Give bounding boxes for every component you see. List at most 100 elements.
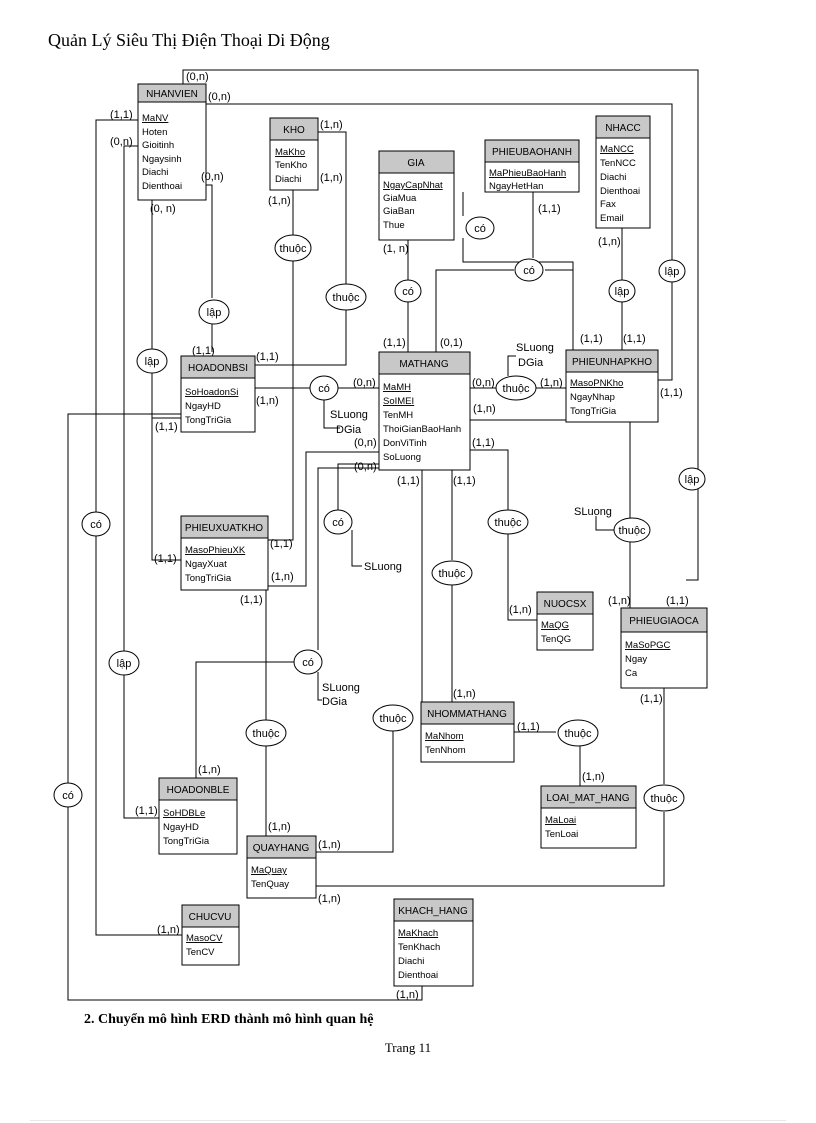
attribute: Thue bbox=[383, 220, 405, 231]
relationship-nv-lap-hdbs: lập bbox=[198, 299, 230, 325]
attribute: Gioitinh bbox=[142, 140, 174, 151]
cardinality: (1,n) bbox=[598, 236, 621, 248]
attribute: ThoiGianBaoHanh bbox=[383, 424, 461, 435]
cardinality: (1, n) bbox=[383, 243, 409, 255]
primary-key: MaKho bbox=[275, 147, 305, 158]
relationship-label: thuộc bbox=[333, 292, 360, 304]
cardinality: (1,n) bbox=[198, 764, 221, 776]
relationship-label: có bbox=[318, 383, 330, 395]
attr-label: SLuong bbox=[330, 409, 368, 421]
entity-name: KHACH_HANG bbox=[398, 906, 468, 917]
relationship-hdbs-co: có bbox=[309, 375, 339, 401]
entity-name: KHO bbox=[283, 125, 305, 136]
cardinality: (1,1) bbox=[538, 203, 561, 215]
attribute: TenCV bbox=[186, 947, 215, 958]
entity-loaimathang: LOAI_MAT_HANG MaLoai TenLoai bbox=[540, 785, 637, 849]
entity-kho: KHO MaKho TenKho Diachi bbox=[269, 117, 319, 191]
attribute: TongTriGia bbox=[570, 406, 617, 417]
cardinality: (1,n) bbox=[320, 119, 343, 131]
entity-name: PHIEUNHAPKHO bbox=[572, 357, 652, 368]
attribute: Dienthoai bbox=[600, 186, 640, 197]
relationship-kho-thuoc-pxk: thuộc bbox=[325, 283, 367, 311]
entity-name: QUAYHANG bbox=[253, 843, 310, 854]
entity-phieuxuatkho: PHIEUXUATKHO MasoPhieuXK NgayXuat TongTr… bbox=[180, 515, 269, 591]
cardinality: (0,n) bbox=[208, 91, 231, 103]
relationship-nhom-thuoc: thuộc bbox=[431, 560, 473, 586]
attribute: NgayNhap bbox=[570, 392, 615, 403]
attribute: Dienthoai bbox=[142, 181, 182, 192]
cardinalities: (0,n) (0,n) (1,1) (0,n) (0,n) (0, n) (1,… bbox=[110, 71, 689, 1001]
relationship-label: thuộc bbox=[253, 728, 280, 740]
cardinality: (1,1) bbox=[580, 333, 603, 345]
cardinality: (1,1) bbox=[155, 421, 178, 433]
cardinality: (1,n) bbox=[157, 924, 180, 936]
relationship-pbh-co-top: có bbox=[465, 216, 495, 240]
relationship-label: thuộc bbox=[495, 517, 522, 529]
attribute: NgayHD bbox=[163, 822, 199, 833]
relationship-label: thuộc bbox=[280, 243, 307, 255]
cardinality: (1,1) bbox=[256, 351, 279, 363]
cardinality: (1,1) bbox=[640, 693, 663, 705]
relationship-label: thuộc bbox=[651, 793, 678, 805]
relationship-pbh-co-mid: có bbox=[514, 258, 544, 282]
primary-key-2: SoIMEI bbox=[383, 396, 414, 407]
cardinality: (1,n) bbox=[268, 821, 291, 833]
relationship-nv-lap-pnk: lập bbox=[658, 259, 686, 283]
entity-nhanvien: NHANVIEN MaNV Hoten Gioitinh Ngaysinh Di… bbox=[137, 83, 207, 201]
cardinality: (1,n) bbox=[509, 604, 532, 616]
attribute: Dienthoai bbox=[398, 970, 438, 981]
relationship-nv-lap-hdbl: lập bbox=[108, 650, 140, 676]
entity-name: PHIEUGIAOCA bbox=[629, 616, 699, 627]
entity-phieunhapkho: PHIEUNHAPKHO MasoPNKho NgayNhap TongTriG… bbox=[565, 349, 659, 423]
entity-name: GIA bbox=[407, 158, 425, 169]
relationship-ellipses: thuộc thuộc có có có lập lập lập bbox=[53, 216, 706, 812]
relationship-label: lập bbox=[685, 474, 700, 486]
relationship-nv-co-chucvu: có bbox=[81, 511, 111, 537]
entity-name: CHUCVU bbox=[189, 912, 232, 923]
entity-khachhang: KHACH_HANG MaKhach TenKhach Diachi Dient… bbox=[393, 898, 474, 987]
relationship-label: thuộc bbox=[380, 713, 407, 725]
entity-name: PHIEUXUATKHO bbox=[185, 523, 263, 534]
attribute: TenKho bbox=[275, 160, 307, 171]
attribute: TongTriGia bbox=[163, 836, 210, 847]
connector-lines bbox=[67, 69, 699, 1001]
attribute: TenQuay bbox=[251, 879, 289, 890]
cardinality: (1,1) bbox=[135, 805, 158, 817]
relationship-nv-co-khach: có bbox=[53, 782, 83, 808]
cardinality: (1,1) bbox=[110, 109, 133, 121]
primary-key: SoHDBLe bbox=[163, 808, 205, 819]
attribute: TenKhach bbox=[398, 942, 440, 953]
relationship-label: có bbox=[90, 519, 102, 531]
attribute: Diachi bbox=[275, 174, 301, 185]
cardinality: (0,n) bbox=[354, 461, 377, 473]
cardinality: (1,1) bbox=[240, 594, 263, 606]
relationship-label: có bbox=[302, 657, 314, 669]
primary-key: MaSoPGC bbox=[625, 640, 671, 651]
primary-key: MaMH bbox=[383, 382, 411, 393]
primary-key: MaPhieuBaoHanh bbox=[489, 168, 566, 179]
cardinality: (1,n) bbox=[540, 377, 563, 389]
primary-key: MasoCV bbox=[186, 933, 223, 944]
relationship-pxk-co: có bbox=[323, 509, 353, 535]
entity-name: NHOMMATHANG bbox=[427, 709, 507, 720]
cardinality: (1,1) bbox=[397, 475, 420, 487]
attr-label: SLuong bbox=[322, 682, 360, 694]
cardinality: (1,1) bbox=[154, 553, 177, 565]
cardinality: (1,1) bbox=[270, 538, 293, 550]
relationship-label: thuộc bbox=[439, 568, 466, 580]
relationship-label: có bbox=[62, 790, 74, 802]
attribute: NgayHetHan bbox=[489, 181, 543, 192]
attribute: Ngaysinh bbox=[142, 154, 182, 165]
page-bottom-divider bbox=[30, 1120, 786, 1121]
cardinality: (0,n) bbox=[354, 437, 377, 449]
primary-key: MaLoai bbox=[545, 815, 576, 826]
relationship-pgc-thuoc-quay: thuộc bbox=[643, 784, 685, 812]
entity-name: NHACC bbox=[605, 123, 641, 134]
relationship-nhom-thuoc-loai: thuộc bbox=[557, 719, 599, 747]
cardinality: (1,n) bbox=[320, 172, 343, 184]
cardinality: (1,n) bbox=[396, 989, 419, 1001]
relationship-mh-thuoc-quay: thuộc bbox=[372, 704, 414, 732]
relationship-label: thuộc bbox=[619, 525, 646, 537]
primary-key: MaQG bbox=[541, 620, 569, 631]
relationship-nhacc-co: lập bbox=[608, 279, 636, 303]
